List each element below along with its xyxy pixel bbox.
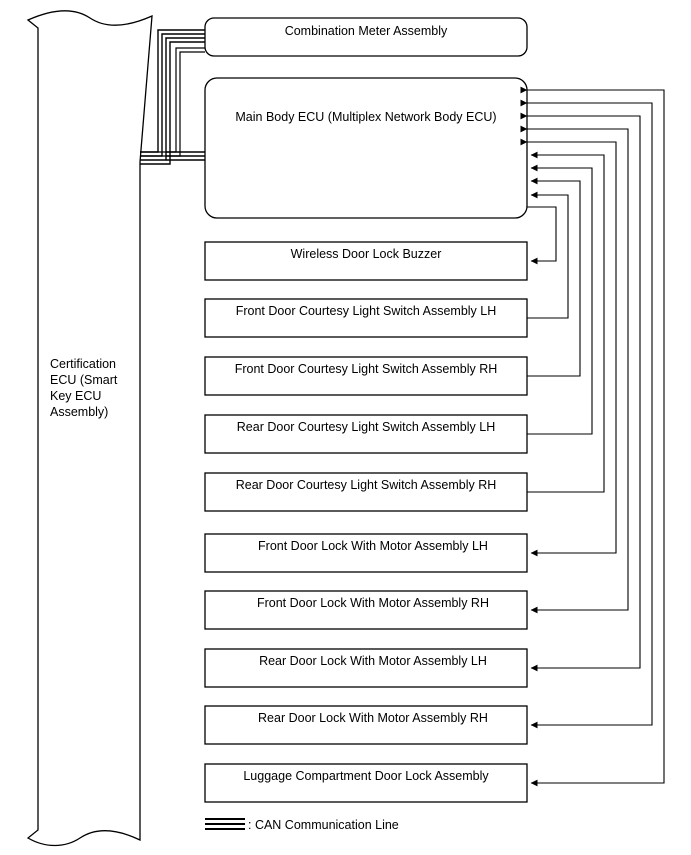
- combination-meter-block: Combination Meter Assembly: [204, 17, 528, 57]
- component-front-door-lock-motor-lh: Front Door Lock With Motor Assembly LH: [204, 533, 528, 573]
- can-bus-lines: [140, 29, 205, 165]
- component-front-door-lock-motor-rh: Front Door Lock With Motor Assembly RH: [204, 590, 528, 630]
- component-box: [204, 241, 528, 281]
- main-body-ecu-label: Main Body ECU (Multiplex Network Body EC…: [235, 110, 496, 124]
- certification-ecu-line-4: Assembly): [50, 405, 108, 419]
- certification-ecu-line-2: ECU (Smart: [50, 373, 118, 387]
- component-rear-door-lock-motor-lh: Rear Door Lock With Motor Assembly LH: [204, 648, 528, 688]
- component-box: [204, 763, 528, 803]
- wire-rear-courtesy-lh: [527, 164, 593, 435]
- component-front-door-courtesy-switch-lh: Front Door Courtesy Light Switch Assembl…: [204, 298, 528, 338]
- component-label: Rear Door Courtesy Light Switch Assembly…: [237, 420, 495, 434]
- legend: : CAN Communication Line: [205, 818, 399, 832]
- legend-label: : CAN Communication Line: [248, 818, 399, 832]
- certification-ecu-line-1: Certification: [50, 357, 116, 371]
- component-box: [204, 533, 528, 573]
- signal-wires: [520, 86, 665, 787]
- component-rear-door-lock-motor-rh: Rear Door Lock With Motor Assembly RH: [204, 705, 528, 745]
- wire-front-lock-lh: [520, 138, 617, 557]
- wire-front-courtesy-lh: [527, 191, 569, 319]
- component-box: [204, 590, 528, 630]
- certification-ecu-box: [26, 10, 153, 847]
- wire-front-lock-rh: [520, 125, 629, 614]
- component-box: [204, 356, 528, 396]
- wire-rear-lock-rh: [520, 99, 653, 729]
- component-label: Rear Door Courtesy Light Switch Assembly…: [236, 478, 497, 492]
- component-wireless-door-lock-buzzer: Wireless Door Lock Buzzer: [204, 241, 528, 281]
- component-box: [204, 472, 528, 512]
- main-body-ecu-block: Main Body ECU (Multiplex Network Body EC…: [204, 77, 528, 219]
- component-rear-door-courtesy-switch-lh: Rear Door Courtesy Light Switch Assembly…: [204, 414, 528, 454]
- certification-ecu-block: Certification ECU (Smart Key ECU Assembl…: [26, 10, 153, 847]
- component-label: Luggage Compartment Door Lock Assembly: [243, 769, 489, 783]
- wire-luggage-lock: [520, 86, 665, 787]
- wire-rear-courtesy-rh: [527, 151, 605, 493]
- component-label: Rear Door Lock With Motor Assembly RH: [258, 711, 488, 725]
- component-list: Wireless Door Lock Buzzer Front Door Cou…: [204, 241, 528, 803]
- combination-meter-box: [204, 17, 528, 57]
- wire-rear-lock-lh: [520, 112, 641, 672]
- wire-buzzer: [527, 206, 557, 265]
- component-box: [204, 414, 528, 454]
- main-body-ecu-box: [204, 77, 528, 219]
- component-label: Rear Door Lock With Motor Assembly LH: [259, 654, 487, 668]
- combination-meter-label: Combination Meter Assembly: [285, 24, 448, 38]
- component-luggage-door-lock: Luggage Compartment Door Lock Assembly: [204, 763, 528, 803]
- component-front-door-courtesy-switch-rh: Front Door Courtesy Light Switch Assembl…: [204, 356, 528, 396]
- component-label: Front Door Courtesy Light Switch Assembl…: [236, 304, 497, 318]
- component-rear-door-courtesy-switch-rh: Rear Door Courtesy Light Switch Assembly…: [204, 472, 528, 512]
- component-label: Front Door Lock With Motor Assembly LH: [258, 539, 488, 553]
- component-label: Front Door Courtesy Light Switch Assembl…: [235, 362, 498, 376]
- component-label: Front Door Lock With Motor Assembly RH: [257, 596, 489, 610]
- certification-ecu-line-3: Key ECU: [50, 389, 101, 403]
- wire-front-courtesy-rh: [527, 177, 581, 377]
- can-line-legend-icon: [205, 818, 245, 830]
- component-box: [204, 298, 528, 338]
- component-label: Wireless Door Lock Buzzer: [291, 247, 442, 261]
- component-box: [204, 705, 528, 745]
